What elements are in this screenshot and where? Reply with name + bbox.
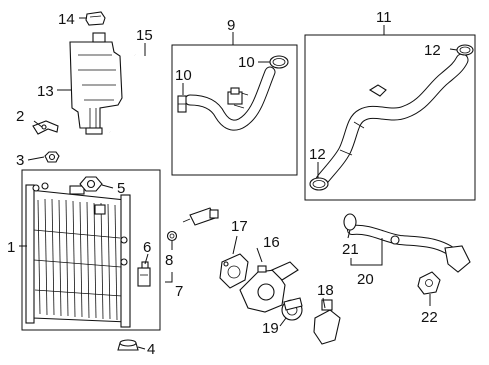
seal-ring-part	[79, 176, 103, 192]
coolant-sensor-part	[182, 207, 219, 226]
callout-10-right: 10	[238, 54, 255, 71]
upper-hose-group-box	[171, 44, 298, 176]
temperature-sensor-part	[137, 261, 151, 287]
pipe-o-ring-part	[343, 213, 357, 231]
sensor-washer-part	[166, 230, 178, 242]
lower-hose-clamp-a	[456, 44, 474, 56]
callout-5: 5	[117, 180, 125, 197]
callout-17: 17	[231, 218, 248, 235]
callout-13: 13	[37, 83, 54, 100]
callout-12-bottom: 12	[309, 146, 326, 163]
callout-11: 11	[376, 9, 392, 26]
callout-2: 2	[16, 108, 24, 125]
thermostat-housing-part	[239, 261, 299, 313]
thermostat-gasket-part	[219, 253, 249, 289]
upper-radiator-hose-part	[184, 66, 276, 131]
callout-14: 14	[58, 11, 75, 28]
reservoir-cap-part	[85, 11, 106, 26]
callout-22: 22	[421, 309, 438, 326]
lower-hose-clamp-b	[309, 177, 329, 191]
callout-labels: 1 2 3 4 5 6 7 8 9 10 10 11 12 12 13 14 1…	[7, 9, 441, 358]
callout-7: 7	[175, 283, 183, 300]
pipe-gasket-part	[417, 271, 441, 295]
thermostat-part	[281, 297, 303, 321]
callout-6: 6	[143, 239, 151, 256]
callout-8: 8	[165, 252, 173, 269]
leader-lines	[19, 17, 458, 350]
callout-10-left: 10	[175, 67, 192, 84]
callout-12-top: 12	[424, 42, 441, 59]
drain-plug-part	[44, 151, 60, 163]
lower-hose-clip	[368, 84, 387, 97]
upper-hose-clamp-a	[177, 95, 187, 113]
callout-4: 4	[147, 341, 155, 358]
callout-20: 20	[357, 271, 374, 288]
radiator-cap-part	[117, 339, 139, 351]
radiator-part	[25, 182, 131, 328]
upper-hose-clamp-c	[269, 55, 289, 69]
coolant-reservoir-part	[69, 32, 123, 135]
water-outlet-part	[313, 299, 341, 345]
lower-hose-group-box	[304, 34, 476, 201]
callout-1: 1	[7, 239, 15, 256]
callout-16: 16	[263, 234, 280, 251]
callout-3: 3	[16, 152, 24, 169]
overflow-hose-part	[109, 54, 147, 139]
lower-radiator-hose-part	[315, 53, 469, 187]
bracket-part	[32, 120, 59, 135]
callout-19: 19	[262, 320, 279, 337]
radiator-group-box	[21, 169, 161, 331]
callout-21: 21	[342, 241, 359, 258]
upper-hose-clamp-b	[227, 87, 243, 105]
bypass-pipe-part	[347, 224, 471, 273]
callout-15: 15	[136, 27, 153, 44]
callout-18: 18	[317, 282, 334, 299]
callout-9: 9	[227, 17, 235, 34]
